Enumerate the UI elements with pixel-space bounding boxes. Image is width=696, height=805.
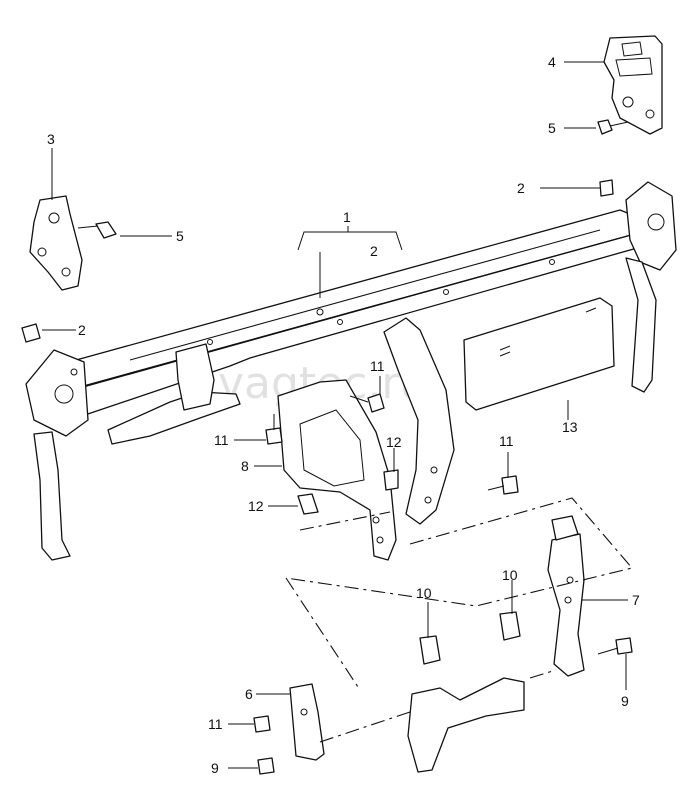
callout-labels: 1 2 2 2 3 4 5 5 6 7 8 9 9 10 10 11 11 11… bbox=[47, 54, 640, 776]
bolt-part-11-bottom bbox=[253, 715, 271, 733]
callout-12: 12 bbox=[386, 434, 402, 450]
callout-11: 11 bbox=[499, 433, 514, 449]
callout-10: 10 bbox=[416, 585, 432, 601]
lower-center-bracket bbox=[407, 677, 525, 773]
bolt-part-9-bottom bbox=[257, 757, 275, 775]
leader-lines bbox=[42, 61, 628, 769]
callout-5: 5 bbox=[548, 120, 556, 136]
bracket-part-7 bbox=[547, 515, 585, 677]
callout-11: 11 bbox=[214, 432, 229, 448]
callout-8: 8 bbox=[241, 458, 249, 474]
assembly-lines bbox=[285, 497, 634, 743]
cover-panel-part-13 bbox=[463, 297, 615, 411]
callout-9: 9 bbox=[211, 760, 219, 776]
clip-nut-part-2-right bbox=[599, 179, 614, 197]
callout-10: 10 bbox=[502, 567, 518, 583]
callout-13: 13 bbox=[562, 419, 578, 435]
bolt-part-5-top bbox=[597, 119, 629, 135]
bolt-part-5-left bbox=[77, 221, 117, 239]
bolt-part-11-mid-right bbox=[487, 475, 519, 495]
clip-part-10-right bbox=[499, 611, 521, 641]
bolt-part-11-upper bbox=[349, 393, 385, 413]
callout-2: 2 bbox=[517, 180, 525, 196]
clip-part-12-right bbox=[383, 469, 399, 491]
callout-2: 2 bbox=[370, 243, 378, 259]
bracket-part-4 bbox=[603, 35, 663, 135]
clip-part-10-left bbox=[419, 635, 441, 665]
clip-part-12-left bbox=[297, 493, 319, 515]
callout-7: 7 bbox=[632, 592, 640, 608]
callout-4: 4 bbox=[548, 54, 556, 70]
callout-1: 1 bbox=[343, 209, 351, 225]
bolt-part-9-right bbox=[597, 637, 633, 655]
bolt-part-11-mid-left bbox=[265, 414, 283, 445]
callout-5: 5 bbox=[176, 228, 184, 244]
callout-11: 11 bbox=[370, 358, 385, 374]
bracket-part-8 bbox=[277, 379, 397, 561]
cross-member-part-1 bbox=[25, 181, 677, 561]
callout-12: 12 bbox=[248, 498, 264, 514]
bracket-part-6 bbox=[289, 683, 325, 761]
center-support bbox=[383, 317, 455, 525]
callout-9: 9 bbox=[621, 693, 629, 709]
callout-6: 6 bbox=[245, 686, 253, 702]
callout-3: 3 bbox=[47, 131, 55, 147]
callout-11: 11 bbox=[208, 716, 223, 732]
clip-nut-part-2-left bbox=[21, 323, 41, 343]
callout-2: 2 bbox=[78, 322, 86, 338]
bracket-part-3 bbox=[29, 195, 83, 291]
